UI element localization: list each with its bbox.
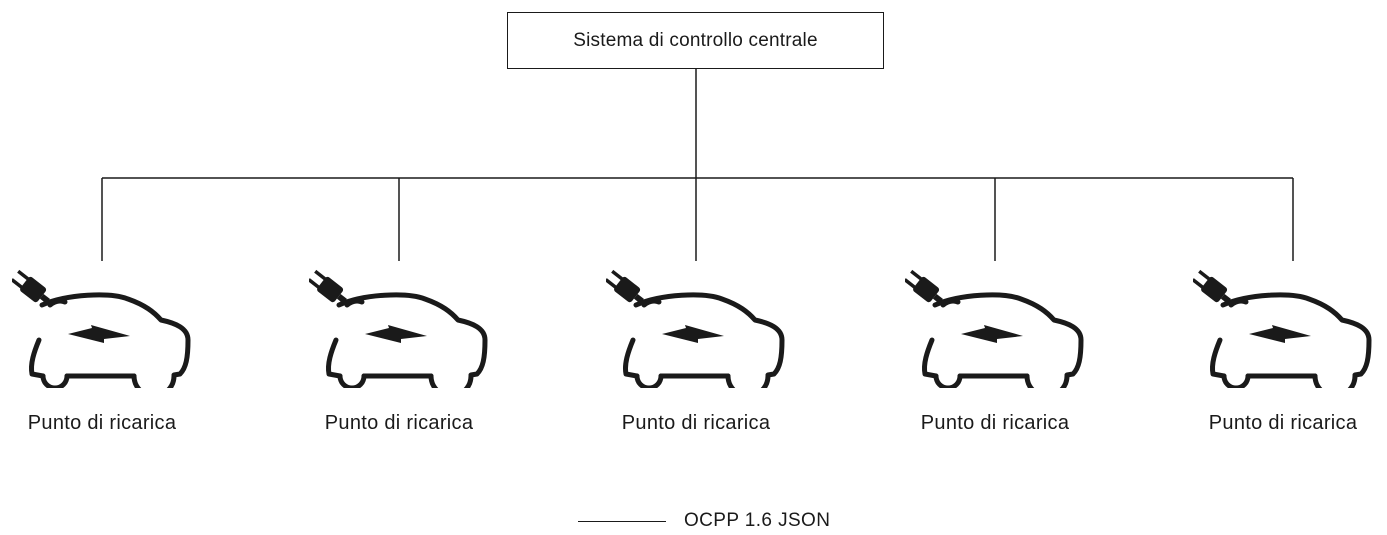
ev-charging-car-icon: [1193, 269, 1372, 388]
charging-station-5: Punto di ricarica: [1183, 268, 1383, 443]
legend: OCPP 1.6 JSON: [578, 508, 830, 534]
ev-charging-car-icon: [12, 269, 191, 388]
charging-station-1: Punto di ricarica: [2, 268, 202, 443]
ev-charging-car-icon: [905, 269, 1084, 388]
ev-charging-car-icon: [606, 269, 785, 388]
legend-label: OCPP 1.6 JSON: [684, 510, 831, 531]
ev-charging-car-icon: [309, 269, 488, 388]
charging-station-4: Punto di ricarica: [895, 268, 1095, 443]
central-control-system-label: Sistema di controllo centrale: [573, 29, 818, 51]
charging-station-label: Punto di ricarica: [27, 412, 177, 434]
charging-station-label: Punto di ricarica: [324, 412, 474, 434]
charging-station-label: Punto di ricarica: [920, 412, 1070, 434]
charging-station-2: Punto di ricarica: [299, 268, 499, 443]
charging-station-label: Punto di ricarica: [621, 412, 771, 434]
charging-station-3: Punto di ricarica: [596, 268, 796, 443]
charging-station-label: Punto di ricarica: [1208, 412, 1358, 434]
legend-line-swatch: [578, 520, 666, 522]
central-control-system-node: Sistema di controllo centrale: [507, 12, 884, 69]
